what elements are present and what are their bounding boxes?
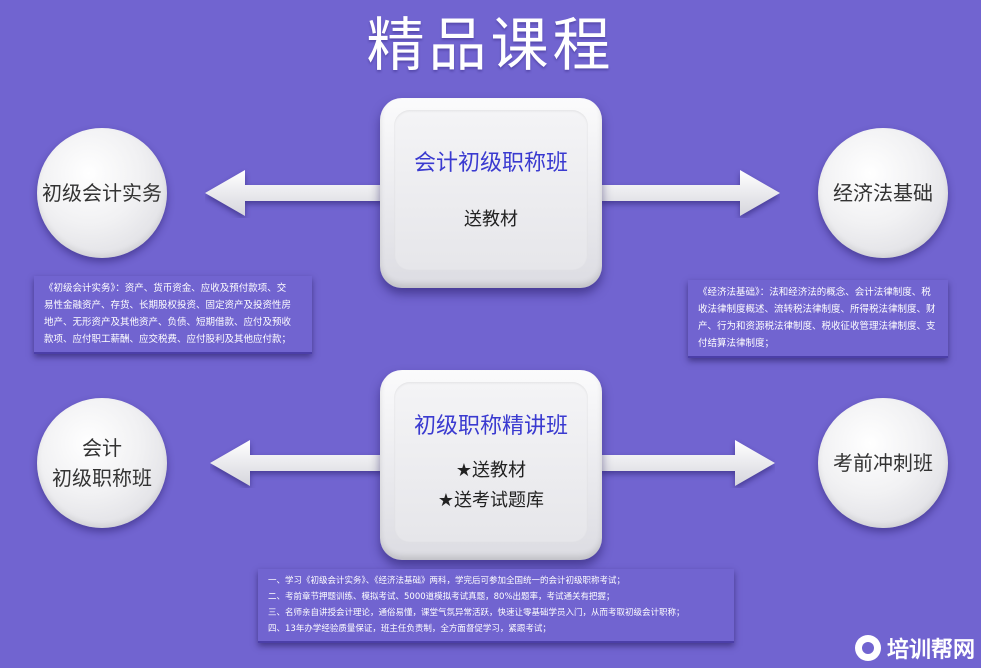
description-course-features: 一、学习《初级会计实务》、《经济法基础》两科，学完后可参加全国统一的会计初级职称… bbox=[258, 569, 734, 643]
course-card-title: 初级职称精讲班 bbox=[413, 414, 568, 439]
course-circle-sprint[interactable]: 考前冲刺班 bbox=[818, 398, 948, 528]
description-line: 《初级会计实务》：资产、货币资金、应收及预付款项、交 bbox=[44, 283, 287, 294]
description-line: 款项、应付职工薪酬、应交税费、应付股利及其他应付款； bbox=[44, 334, 292, 345]
course-card-benefit: ★送考试题库 bbox=[437, 490, 545, 511]
description-line: 产、行为和资源税法律制度、税收征收管理法律制度、支 bbox=[698, 321, 936, 332]
circle-label: 考前冲刺班 bbox=[833, 451, 933, 475]
description-line: 一、学习《初级会计实务》、《经济法基础》两科，学完后可参加全国统一的会计初级职称… bbox=[268, 576, 626, 586]
logo-icon bbox=[854, 635, 881, 661]
description-line: 四、13年办学经验质量保证，班主任负责制，全方面督促学习，紧跟考试； bbox=[268, 624, 551, 634]
course-circle-junior-title[interactable]: 会计 初级职称班 bbox=[37, 398, 167, 528]
arrow-right-top bbox=[600, 170, 780, 216]
description-accounting-practice: 《初级会计实务》：资产、货币资金、应收及预付款项、交 易性金融资产、存货、长期股… bbox=[34, 276, 312, 354]
arrow-left-top bbox=[205, 170, 385, 216]
course-card-benefit: 送教材 bbox=[464, 209, 518, 230]
description-line: 三、名师亲自讲授会计理论，通俗易懂，课堂气氛异常活跃，快速让零基础学员入门，从而… bbox=[268, 608, 685, 618]
course-card-benefit: ★送教材 bbox=[455, 460, 527, 481]
description-economic-law: 《经济法基础》：法和经济法的概念、会计法律制度、税 收法律制度概述、流转税法律制… bbox=[688, 280, 948, 358]
course-card-intensive[interactable]: 初级职称精讲班 ★送教材 ★送考试题库 bbox=[380, 370, 602, 560]
description-line: 《经济法基础》：法和经济法的概念、会计法律制度、税 bbox=[698, 287, 931, 298]
course-card-junior-title[interactable]: 会计初级职称班 送教材 bbox=[380, 98, 602, 288]
course-circle-economic-law[interactable]: 经济法基础 bbox=[818, 128, 948, 258]
circle-label: 初级会计实务 bbox=[42, 181, 162, 205]
description-line: 收法律制度概述、流转税法律制度、所得税法律制度、财 bbox=[698, 304, 936, 315]
course-circle-accounting-practice[interactable]: 初级会计实务 bbox=[37, 128, 167, 258]
course-card-title: 会计初级职称班 bbox=[413, 151, 568, 176]
logo-text: 培训帮网 bbox=[886, 638, 975, 663]
circle-label: 会计 bbox=[82, 436, 122, 460]
description-line: 付结算法律制度； bbox=[698, 338, 775, 349]
arrow-right-bottom bbox=[600, 440, 775, 486]
circle-label: 经济法基础 bbox=[833, 181, 933, 205]
page-title: 精品课程 bbox=[366, 11, 615, 79]
arrow-left-bottom bbox=[210, 440, 385, 486]
description-line: 二、考前章节押题训练、模拟考试、5000道模拟考试真题，80%出题率，考试通关有… bbox=[268, 592, 615, 602]
description-line: 地产、无形资产及其他资产、负债、短期借款、应付及预收 bbox=[44, 317, 292, 328]
site-logo: 培训帮网 bbox=[854, 632, 975, 664]
description-line: 易性金融资产、存货、长期股权投资、固定资产及投资性房 bbox=[44, 300, 292, 311]
circle-label: 初级职称班 bbox=[52, 466, 152, 490]
